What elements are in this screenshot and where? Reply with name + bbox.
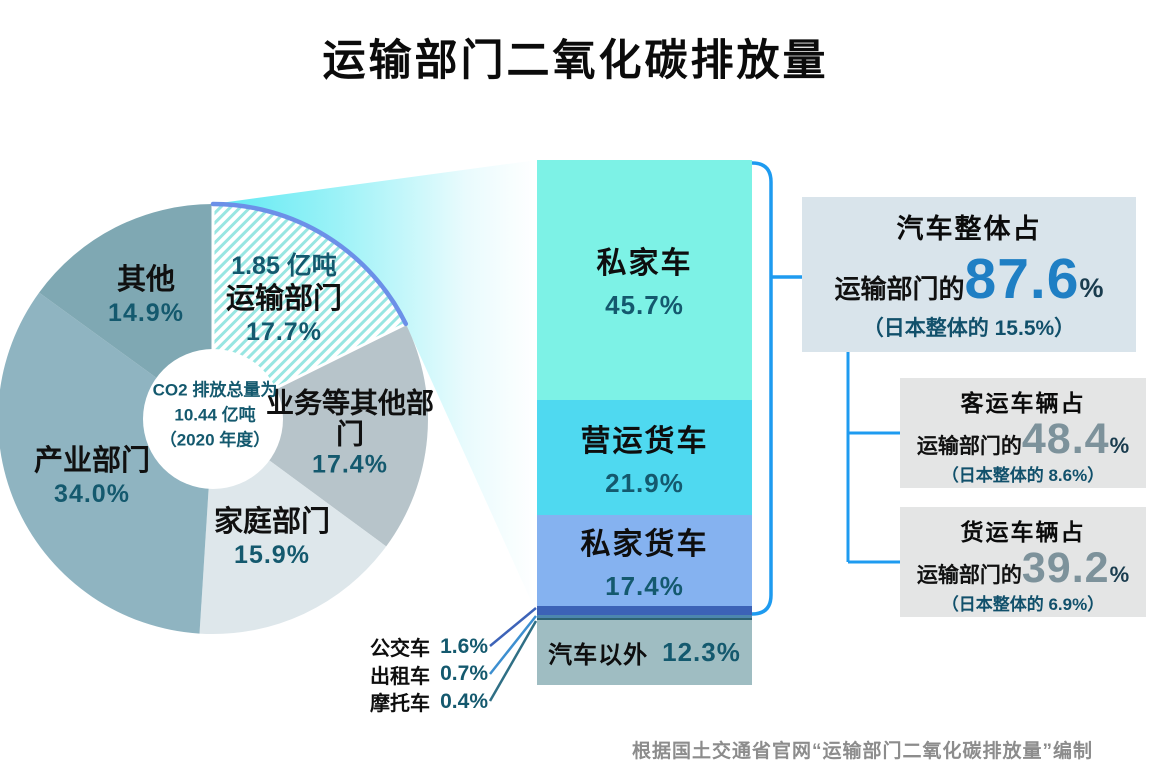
box1-prefix: 运输部门的 <box>834 273 965 304</box>
pie-label-business-name: 业务等其他部门 <box>265 387 434 450</box>
pie-slice-industry <box>0 292 213 634</box>
pie-label-other-pct: 14.9% <box>108 299 184 327</box>
legend-motorcycle-pct: 0.4% <box>440 689 488 713</box>
pie-label-industry-name: 产业部门 <box>33 445 151 477</box>
source-attribution: 根据国土交通省官网“运输部门二氧化碳排放量”编制 <box>631 741 1093 762</box>
box3-subtext: （日本整体的 6.9%） <box>941 595 1105 614</box>
box1-main: 运输部门的 87.6 % <box>834 246 1104 311</box>
pie-label-industry: 产业部门 34.0% <box>34 444 150 510</box>
summary-box-freight-vehicles: 货运车辆占 运输部门的 39.2 % （日本整体的 6.9%） <box>900 507 1146 617</box>
legend-row-taxi: 出租车 0.7% <box>370 661 488 689</box>
box2-big-number: 48.4 <box>1021 415 1110 463</box>
box2-subtext: （日本整体的 8.6%） <box>941 466 1105 485</box>
legend-row-bus: 公交车 1.6% <box>370 633 488 661</box>
small-vehicle-legend: 公交车 1.6% 出租车 0.7% 摩托车 0.4% <box>370 633 488 716</box>
pie-label-transport-name: 运输部门 <box>225 283 343 315</box>
donut-center-line3: （2020 年度） <box>159 430 271 450</box>
box2-title: 客运车辆占 <box>960 390 1086 416</box>
bar-segment-private-truck-pct: 17.4% <box>605 571 684 602</box>
box2-prefix: 运输部门的 <box>916 435 1022 458</box>
summary-box-passenger-vehicles: 客运车辆占 运输部门的 48.4 % （日本整体的 8.6%） <box>900 378 1146 488</box>
legend-bus-name: 公交车 <box>370 638 430 661</box>
motorcycle-leader-line <box>488 620 538 702</box>
pie-label-other-name: 其他 <box>116 264 176 296</box>
pie-label-business: 业务等其他部门 17.4% <box>260 388 440 481</box>
transport-arc-highlight <box>210 201 409 327</box>
funnel-fan <box>213 160 537 614</box>
taxi-leader-line <box>489 615 537 675</box>
box3-prefix: 运输部门的 <box>916 564 1022 587</box>
automobile-bracket <box>750 161 773 616</box>
bar-segment-private-car: 私家车 45.7% <box>537 160 752 400</box>
bar-segment-non-auto: 汽车以外 12.3% <box>537 620 752 686</box>
pie-label-household-pct: 15.9% <box>234 541 310 569</box>
bar-segment-motorcycle <box>537 618 752 621</box>
box-connector-lines <box>846 352 901 564</box>
summary-box-automobile-total: 汽车整体占 运输部门的 87.6 % （日本整体的 15.5%） <box>802 197 1136 352</box>
box3-unit: % <box>1109 562 1130 587</box>
bar-segment-private-car-pct: 45.7% <box>605 290 684 321</box>
box1-unit: % <box>1079 272 1104 303</box>
pie-label-industry-pct: 34.0% <box>54 480 130 508</box>
box2-main: 运输部门的 48.4 % <box>917 418 1129 461</box>
pie-label-transport-amount: 1.85 亿吨 <box>231 252 337 280</box>
bar-segment-private-truck-name: 私家货车 <box>580 528 709 562</box>
pie-label-other: 其他 14.9% <box>108 263 184 329</box>
pie-label-transport-pct: 17.7% <box>246 318 322 346</box>
legend-taxi-pct: 0.7% <box>440 662 488 686</box>
donut-hole <box>143 349 283 489</box>
box3-title: 货运车辆占 <box>960 519 1086 545</box>
bar-segment-non-auto-pct: 12.3% <box>662 637 741 668</box>
pie-label-household-name: 家庭部门 <box>213 506 331 538</box>
bar-segment-private-truck: 私家货车 17.4% <box>537 514 752 607</box>
legend-row-motorcycle: 摩托车 0.4% <box>370 688 488 716</box>
donut-center-line2: 10.44 亿吨 <box>174 405 256 425</box>
bus-leader-line <box>489 607 537 647</box>
box1-subtext: （日本整体的 15.5%） <box>862 316 1076 340</box>
page-title: 运输部门二氧化碳排放量 <box>322 37 829 85</box>
box3-main: 运输部门的 39.2 % <box>917 547 1129 590</box>
box2-unit: % <box>1109 433 1130 458</box>
box3-big-number: 39.2 <box>1021 544 1110 592</box>
pie-slice-business <box>213 323 428 547</box>
bar-segment-commercial-truck: 营运货车 21.9% <box>537 399 752 515</box>
pie-label-household: 家庭部门 15.9% <box>214 505 330 571</box>
legend-taxi-name: 出租车 <box>370 665 430 688</box>
bar-segment-bus <box>537 606 752 615</box>
bar-segment-commercial-truck-pct: 21.9% <box>605 467 684 498</box>
pie-label-business-pct: 17.4% <box>312 450 388 479</box>
donut-center-line1: CO2 排放总量为 <box>152 380 278 400</box>
donut-center-text: CO2 排放总量为 10.44 亿吨 （2020 年度） <box>153 378 278 453</box>
bar-segment-taxi <box>537 614 752 619</box>
legend-bus-pct: 1.6% <box>440 634 488 658</box>
box1-title: 汽车整体占 <box>896 214 1042 245</box>
stacked-bar: 私家车 45.7% 营运货车 21.9% 私家货车 17.4% 汽车以外 12.… <box>537 160 752 686</box>
pie-label-transport: 1.85 亿吨 运输部门 17.7% <box>226 250 342 348</box>
bar-segment-non-auto-name: 汽车以外 <box>548 642 649 670</box>
legend-motorcycle-name: 摩托车 <box>370 693 430 716</box>
bar-segment-commercial-truck-name: 营运货车 <box>580 424 709 458</box>
bar-segment-private-car-name: 私家车 <box>596 247 693 281</box>
box1-big-number: 87.6 <box>964 246 1080 311</box>
